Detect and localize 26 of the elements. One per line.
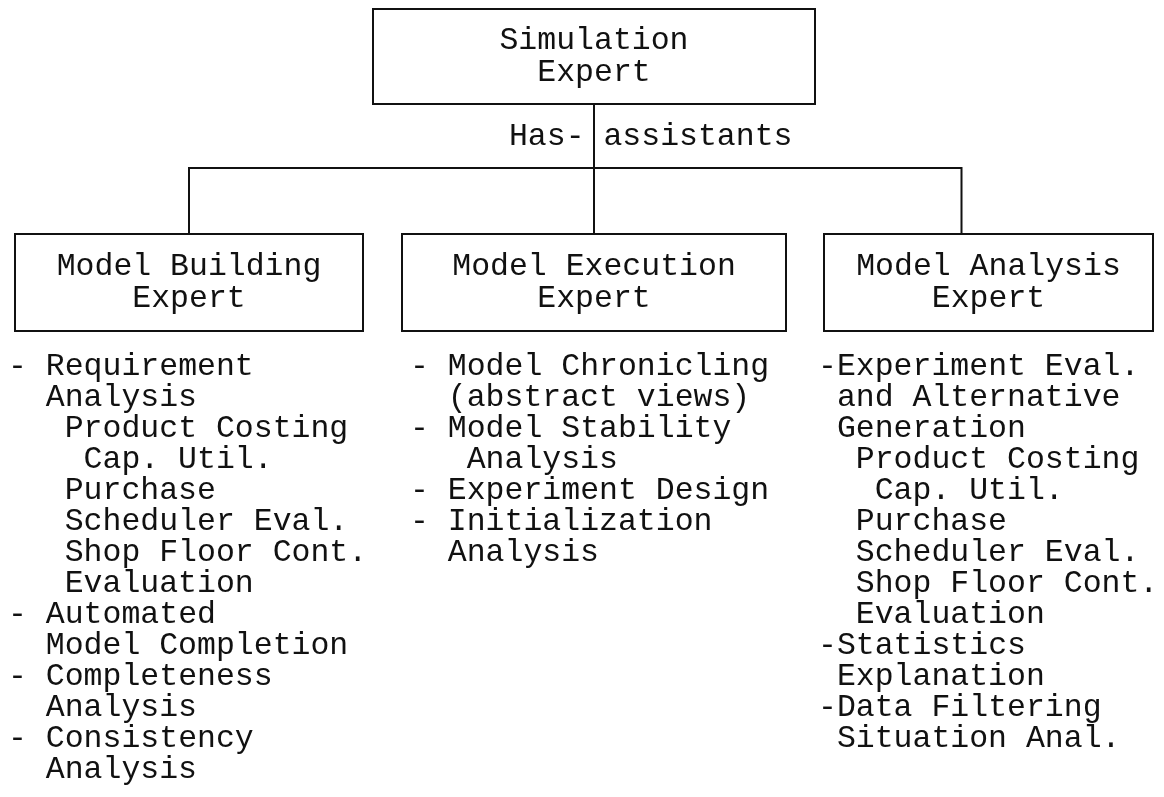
list-item: - Automated Model Completion <box>8 599 349 661</box>
list-item: - Model Chronicling (abstract views) <box>410 351 770 413</box>
expert-box <box>372 8 816 105</box>
expert-box <box>823 233 1154 332</box>
list-item: -Statistics Explanation <box>818 630 1045 692</box>
box-title: Model Execution Expert <box>452 250 736 315</box>
list-item: - Completeness Analysis <box>8 661 273 723</box>
list-item: - Requirement Analysis <box>8 351 254 413</box>
list-item: - Experiment Design <box>410 475 770 506</box>
expert-box <box>14 233 364 332</box>
list-item: Product Costing Cap. Util. <box>64 413 349 475</box>
expert-box <box>401 233 787 332</box>
box-title: Model Building Expert <box>56 250 322 315</box>
list-item: - Model Stability Analysis <box>410 413 732 475</box>
edge-label: Has- assistants <box>508 120 793 153</box>
list-item: -Data Filtering Situation Anal. <box>818 692 1121 754</box>
box-title: Model Analysis Expert <box>856 250 1121 315</box>
list-item: Purchase Scheduler Eval. <box>63 475 349 537</box>
list-item: Product Costing Cap. Util. <box>854 444 1140 506</box>
list-item: - Consistency Analysis <box>8 723 254 785</box>
list-item: Shop Floor Cont. Evaluation <box>64 537 368 599</box>
list-item: Purchase Scheduler Eval. <box>854 506 1140 568</box>
list-item: Shop Floor Cont. Evaluation <box>855 568 1159 630</box>
list-item: - Initialization Analysis <box>410 506 713 568</box>
list-item: -Experiment Eval. and Alternative Generation <box>818 351 1140 444</box>
box-title: Simulation Expert <box>498 24 690 89</box>
